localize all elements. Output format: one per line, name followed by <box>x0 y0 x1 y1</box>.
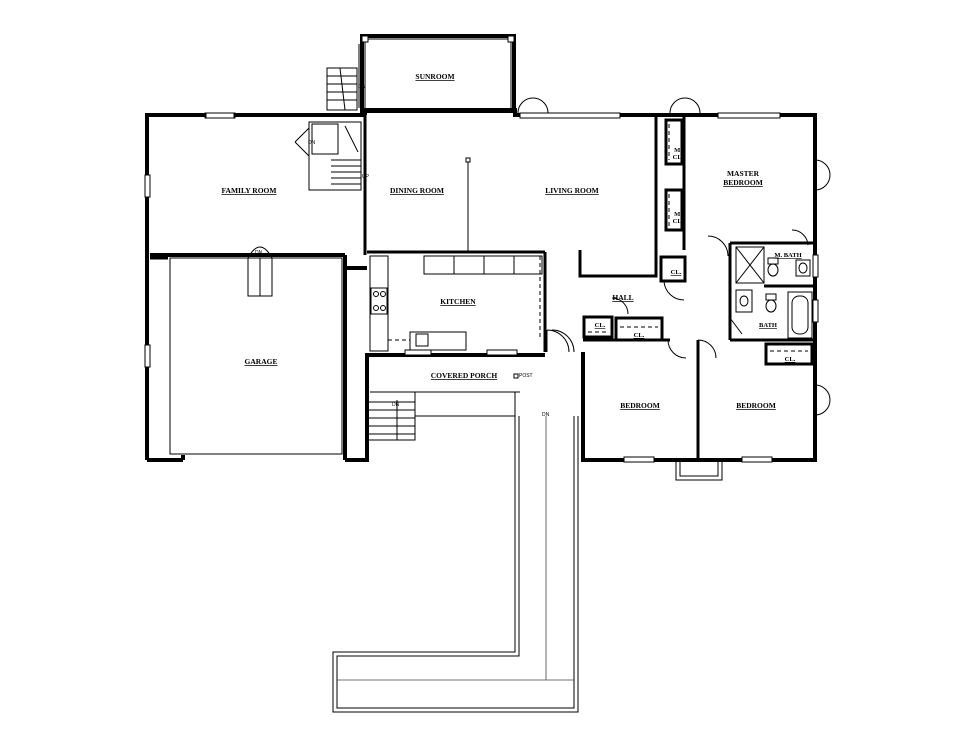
bedroom-right-label: BEDROOM <box>736 401 776 410</box>
hall-closet-label: CL. <box>671 269 682 276</box>
bedroom-center-label: BEDROOM <box>620 401 660 410</box>
bath-label: BATH <box>759 322 777 329</box>
closet-small-label: CL. <box>595 322 606 329</box>
dining-living: DINING ROOM LIVING ROOM <box>205 97 781 278</box>
entry-door-arc <box>551 329 575 353</box>
garage-label: GARAGE <box>245 357 278 366</box>
family-stair-dn: DN <box>308 140 316 146</box>
family-room: DN UP FAMILY ROOM <box>144 112 370 255</box>
covered-porch-label: COVERED PORCH <box>431 371 498 380</box>
kitchen: KITCHEN <box>369 251 570 356</box>
sunroom: DN SUNROOM <box>326 34 516 113</box>
master-closet-b-line2: CL. <box>673 218 684 225</box>
garage-dn: DN <box>255 250 263 256</box>
sunroom-label: SUNROOM <box>415 72 454 81</box>
master-suite: M. CL. M. CL. MASTER BEDROOM <box>664 115 831 340</box>
porch-post: POST <box>519 373 533 379</box>
hall-label: HALL <box>612 293 633 302</box>
sunroom-stair-dn: DN <box>358 84 366 90</box>
master-closet-a-line2: CL. <box>673 154 684 161</box>
covered-porch: DN POST DN COVERED PORCH <box>332 371 579 713</box>
family-stair-up: UP <box>362 174 370 180</box>
exterior-walls <box>145 108 817 462</box>
master-bedroom-line1: MASTER <box>727 169 760 178</box>
porch-stair-dn: DN <box>392 402 400 408</box>
master-closet-a-line1: M. <box>674 147 682 154</box>
kitchen-label: KITCHEN <box>440 297 476 306</box>
bedrooms: CL. BEDROOM BEDROOM <box>583 338 831 481</box>
garage: DN GARAGE <box>144 246 347 460</box>
walk-dn: DN <box>542 412 550 418</box>
baths: M. BATH BATH <box>729 246 819 339</box>
living-room-label: LIVING ROOM <box>545 186 599 195</box>
bedroom-closet-label: CL. <box>785 356 796 363</box>
master-bedroom-line2: BEDROOM <box>723 178 763 187</box>
dining-room-label: DINING ROOM <box>390 186 444 195</box>
hall: CL. CL. CL. HALL <box>582 255 687 342</box>
master-closet-b-line1: M. <box>674 211 682 218</box>
closet-wide-label: CL. <box>634 332 645 339</box>
family-room-label: FAMILY ROOM <box>222 186 277 195</box>
master-bath-label: M. BATH <box>774 252 801 259</box>
